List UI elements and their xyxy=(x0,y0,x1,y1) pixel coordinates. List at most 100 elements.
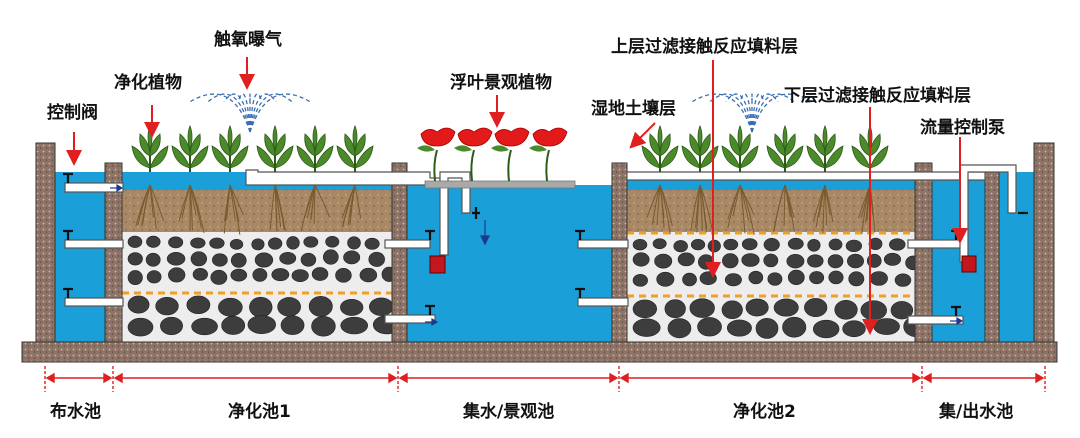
stone-icon xyxy=(632,318,661,337)
stone-icon xyxy=(890,301,914,320)
flower-icon xyxy=(529,127,568,182)
root-icon xyxy=(189,184,193,231)
wall-1 xyxy=(35,142,56,343)
stone-icon xyxy=(190,251,208,267)
stone-icon xyxy=(847,253,864,269)
stone-icon xyxy=(869,271,888,286)
stone-icon xyxy=(682,272,697,287)
root-icon xyxy=(314,184,331,218)
stone-icon xyxy=(168,236,184,249)
plant-icon xyxy=(806,124,844,172)
wall-3 xyxy=(391,162,408,343)
wall-4 xyxy=(611,162,628,343)
stone-icon xyxy=(656,271,675,287)
stone-icon xyxy=(291,269,309,283)
base-slab xyxy=(21,341,1058,363)
stone-icon xyxy=(279,251,297,265)
stone-icon xyxy=(311,267,329,281)
stone-icon xyxy=(145,252,161,267)
flowers-group xyxy=(417,127,568,182)
root-icon xyxy=(189,184,205,233)
pointer-arrows xyxy=(66,57,968,335)
stone-icon xyxy=(724,273,742,287)
stone-icon xyxy=(155,297,179,316)
label-valve: 控制阀 xyxy=(47,102,98,123)
stone-icon xyxy=(249,296,273,318)
stone-icon xyxy=(190,237,206,249)
flower-icon xyxy=(491,127,530,182)
stone-icon xyxy=(889,238,906,251)
stone-icon xyxy=(212,253,228,267)
stone-icon xyxy=(343,250,361,265)
stone-icon xyxy=(763,253,779,268)
zone-dimension-lines xyxy=(44,366,1046,392)
plant-icon xyxy=(336,124,374,172)
stone-icon xyxy=(748,270,764,285)
floating-bed xyxy=(424,180,576,189)
root-icon xyxy=(699,184,708,230)
zone-label-pond1: 净化池1 xyxy=(228,401,291,422)
label-upper-layer: 上层过滤接触反应填料层 xyxy=(611,36,798,57)
wall-5 xyxy=(914,162,933,343)
stone-icon xyxy=(632,274,648,287)
stone-icon xyxy=(664,299,686,319)
stone-icon xyxy=(755,318,779,339)
root-icon xyxy=(646,184,661,218)
stone-icon xyxy=(804,298,828,318)
stone-icon xyxy=(221,316,246,335)
zone-label-distribution: 布水池 xyxy=(50,401,101,422)
stone-icon xyxy=(300,252,317,267)
label-soil-layer: 湿地土壤层 xyxy=(591,98,676,119)
stone-icon xyxy=(834,300,858,320)
root-icon xyxy=(303,184,316,219)
root-icon xyxy=(181,184,191,219)
label-pump: 流量控制泵 xyxy=(920,117,1005,138)
pump-icon xyxy=(429,255,446,274)
zone-label-pond2: 净化池2 xyxy=(733,401,796,422)
stone-icon xyxy=(868,237,883,251)
stone-icon xyxy=(347,236,361,250)
stone-icon xyxy=(268,237,283,250)
flower-icon xyxy=(454,127,493,182)
stone-icon xyxy=(782,316,807,338)
stone-icon xyxy=(652,238,667,250)
spray-icon xyxy=(189,93,311,133)
stone-icon xyxy=(127,270,143,285)
stone-icon xyxy=(322,249,339,265)
stone-icon xyxy=(828,238,843,251)
stone-icon xyxy=(807,238,821,252)
stone-icon xyxy=(186,295,211,315)
stone-icon xyxy=(127,235,143,248)
stone-icon xyxy=(254,252,274,268)
root-icon xyxy=(269,184,276,230)
stone-icon xyxy=(699,271,717,286)
root-icon xyxy=(659,184,665,229)
flow-arrows xyxy=(110,183,964,327)
stone-icon xyxy=(812,319,840,339)
root-icon xyxy=(824,184,828,226)
stone-icon xyxy=(677,252,695,267)
plant-roots xyxy=(135,184,876,235)
root-icon xyxy=(824,184,834,223)
stone-icon xyxy=(359,267,378,283)
stone-icon xyxy=(845,239,863,253)
root-icon xyxy=(739,184,746,234)
stone-icon xyxy=(369,297,394,316)
root-icon xyxy=(783,184,786,226)
plant-icon xyxy=(641,124,679,172)
stone-icon xyxy=(632,239,648,251)
stones-pond1 xyxy=(127,235,401,337)
stone-icon xyxy=(894,273,912,287)
stone-icon xyxy=(667,318,692,339)
wall-7 xyxy=(1033,142,1055,343)
root-icon xyxy=(349,184,356,226)
root-icon xyxy=(135,184,151,227)
root-icon xyxy=(659,184,673,226)
root-icon xyxy=(274,184,282,227)
stone-icon xyxy=(146,235,161,248)
stone-icon xyxy=(848,271,865,287)
stone-icon xyxy=(340,298,364,316)
stone-icon xyxy=(230,268,248,282)
stones-pond2 xyxy=(632,237,928,339)
root-icon xyxy=(354,184,362,219)
